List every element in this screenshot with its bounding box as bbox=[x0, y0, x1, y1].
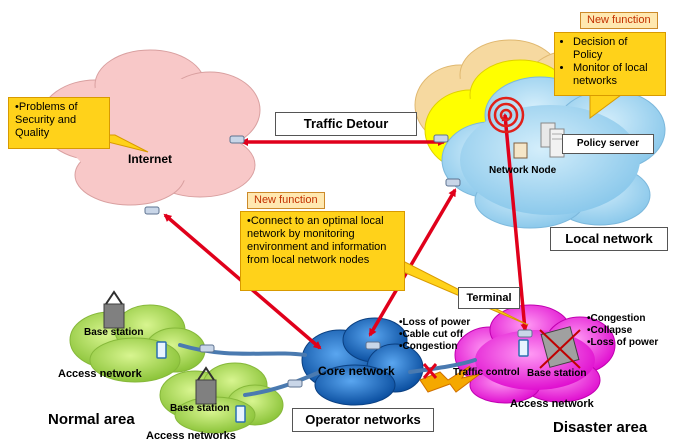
policy-callout: Decision of Policy Monitor of local netw… bbox=[554, 32, 666, 96]
failure-item: •Collapse bbox=[587, 325, 633, 336]
base-station-icon-2 bbox=[195, 366, 217, 405]
internet-problem-callout: •Problems of Security and Quality bbox=[8, 97, 110, 149]
failure-item: •Cable cut off bbox=[399, 329, 464, 340]
failure-item: •Loss of power bbox=[399, 317, 471, 328]
base-station-label-2: Base station bbox=[170, 403, 230, 414]
terminal-icons bbox=[156, 339, 529, 423]
callout-line: •Problems of bbox=[15, 101, 78, 113]
base-station-label-1: Base station bbox=[84, 327, 144, 338]
policy-server-icon bbox=[540, 122, 565, 158]
access-network-label-1: Access network bbox=[58, 368, 142, 380]
network-node-box-icon bbox=[513, 142, 528, 159]
traffic-detour-box: Traffic Detour bbox=[275, 112, 417, 136]
core-network-label: Core network bbox=[318, 364, 395, 378]
base-station-icon-1 bbox=[103, 290, 125, 329]
failure-item: •Congestion bbox=[587, 313, 646, 324]
failure-item: •Congestion bbox=[399, 341, 458, 352]
access-network-label-3: Access network bbox=[510, 398, 594, 410]
base-station-icon-3 bbox=[539, 326, 581, 369]
disaster-area-label: Disaster area bbox=[553, 419, 648, 436]
callout-line: Security and bbox=[15, 114, 77, 126]
policy-server-box: Policy server bbox=[562, 134, 654, 154]
base-station-label-3: Base station bbox=[527, 368, 587, 379]
normal-area-label: Normal area bbox=[48, 411, 135, 428]
router-icons bbox=[144, 134, 533, 388]
network-node-target-icon bbox=[487, 96, 525, 134]
failure-item: •Loss of power bbox=[587, 337, 659, 348]
lightning-icon bbox=[419, 365, 481, 393]
access-cloud-2 bbox=[159, 362, 284, 434]
core-failures-list: •Loss of power •Cable cut off •Congestio… bbox=[399, 317, 470, 353]
new-function-tag-connect: New function bbox=[247, 192, 325, 209]
connect-text: •Connect to an optimal local network by … bbox=[247, 215, 387, 266]
policy-item: Monitor of local networks bbox=[573, 62, 659, 88]
access-networks-label: Access networks bbox=[146, 430, 236, 442]
policy-item: Decision of Policy bbox=[573, 36, 659, 62]
internet-label: Internet bbox=[128, 152, 173, 166]
cut-x-icon bbox=[422, 363, 438, 379]
network-node-label: Network Node bbox=[489, 165, 557, 176]
traffic-control-label: Traffic control bbox=[453, 367, 520, 378]
callout-line: Quality bbox=[15, 127, 50, 139]
disaster-failures-list: •Congestion •Collapse •Loss of power bbox=[587, 313, 658, 349]
new-function-tag-policy: New function bbox=[580, 12, 658, 29]
terminal-box: Terminal bbox=[458, 287, 520, 309]
connect-callout: •Connect to an optimal local network by … bbox=[240, 211, 405, 291]
operator-networks-box: Operator networks bbox=[292, 408, 434, 432]
local-network-box: Local network bbox=[550, 227, 668, 251]
